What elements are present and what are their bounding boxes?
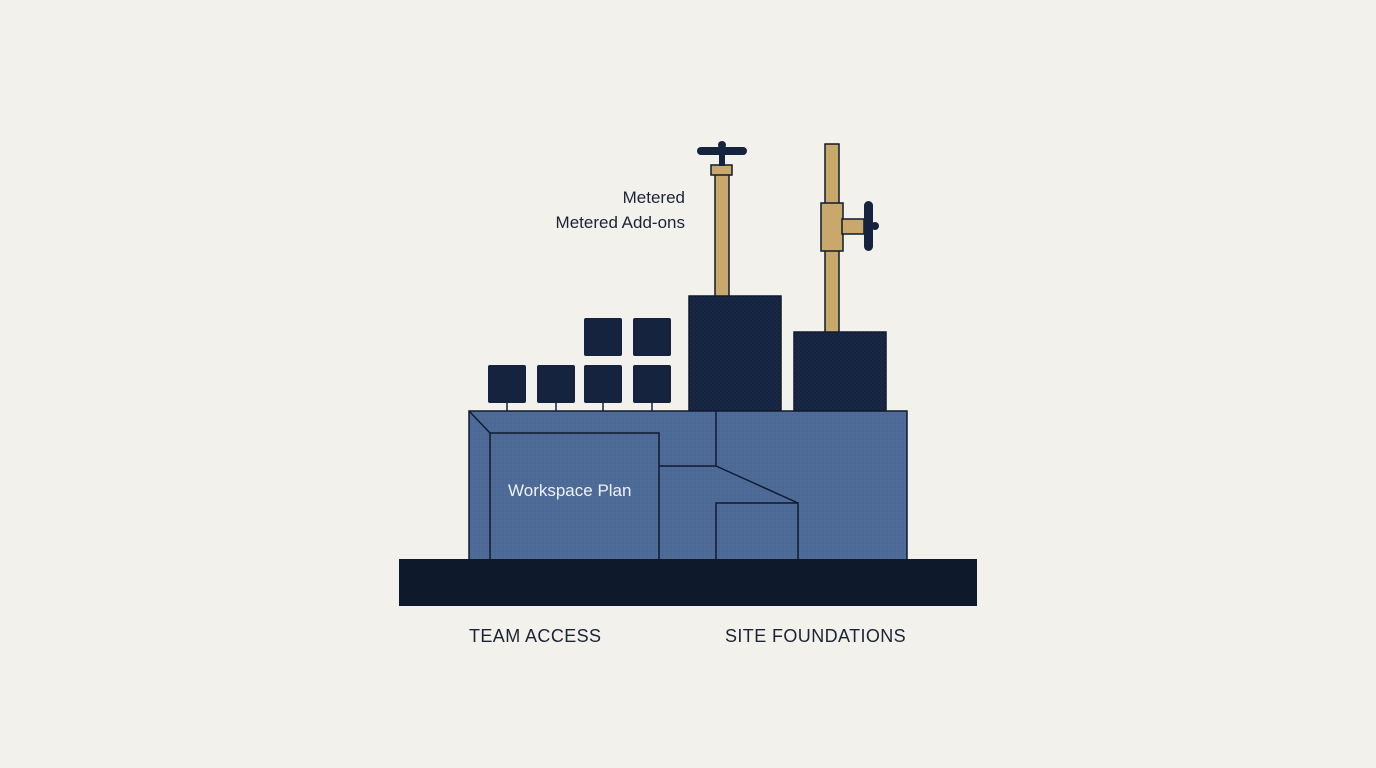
valve-wheel-icon xyxy=(697,141,747,155)
seat-module xyxy=(537,365,575,403)
valve-wheel-icon xyxy=(864,201,879,251)
addon-block-tall xyxy=(688,295,782,413)
seat-module xyxy=(584,318,622,356)
metered-title: Metered xyxy=(622,188,685,207)
seat-module xyxy=(584,365,622,403)
pipe-left xyxy=(710,152,733,299)
foundation-base xyxy=(399,559,977,606)
workspace-plan-label: Workspace Plan xyxy=(508,481,632,500)
pipe-right xyxy=(820,143,865,335)
site-foundations-label: SITE FOUNDATIONS xyxy=(725,626,907,646)
team-access-label: TEAM ACCESS xyxy=(469,626,602,646)
metered-label: Metered Metered Add-ons xyxy=(556,185,685,235)
workspace-building xyxy=(468,410,908,562)
seat-module xyxy=(488,365,526,403)
metered-addons-label: Metered Add-ons xyxy=(555,213,685,232)
addon-block-short xyxy=(793,331,887,413)
seat-module xyxy=(633,318,671,356)
seat-module xyxy=(633,365,671,403)
seat-module-grid xyxy=(488,318,671,403)
